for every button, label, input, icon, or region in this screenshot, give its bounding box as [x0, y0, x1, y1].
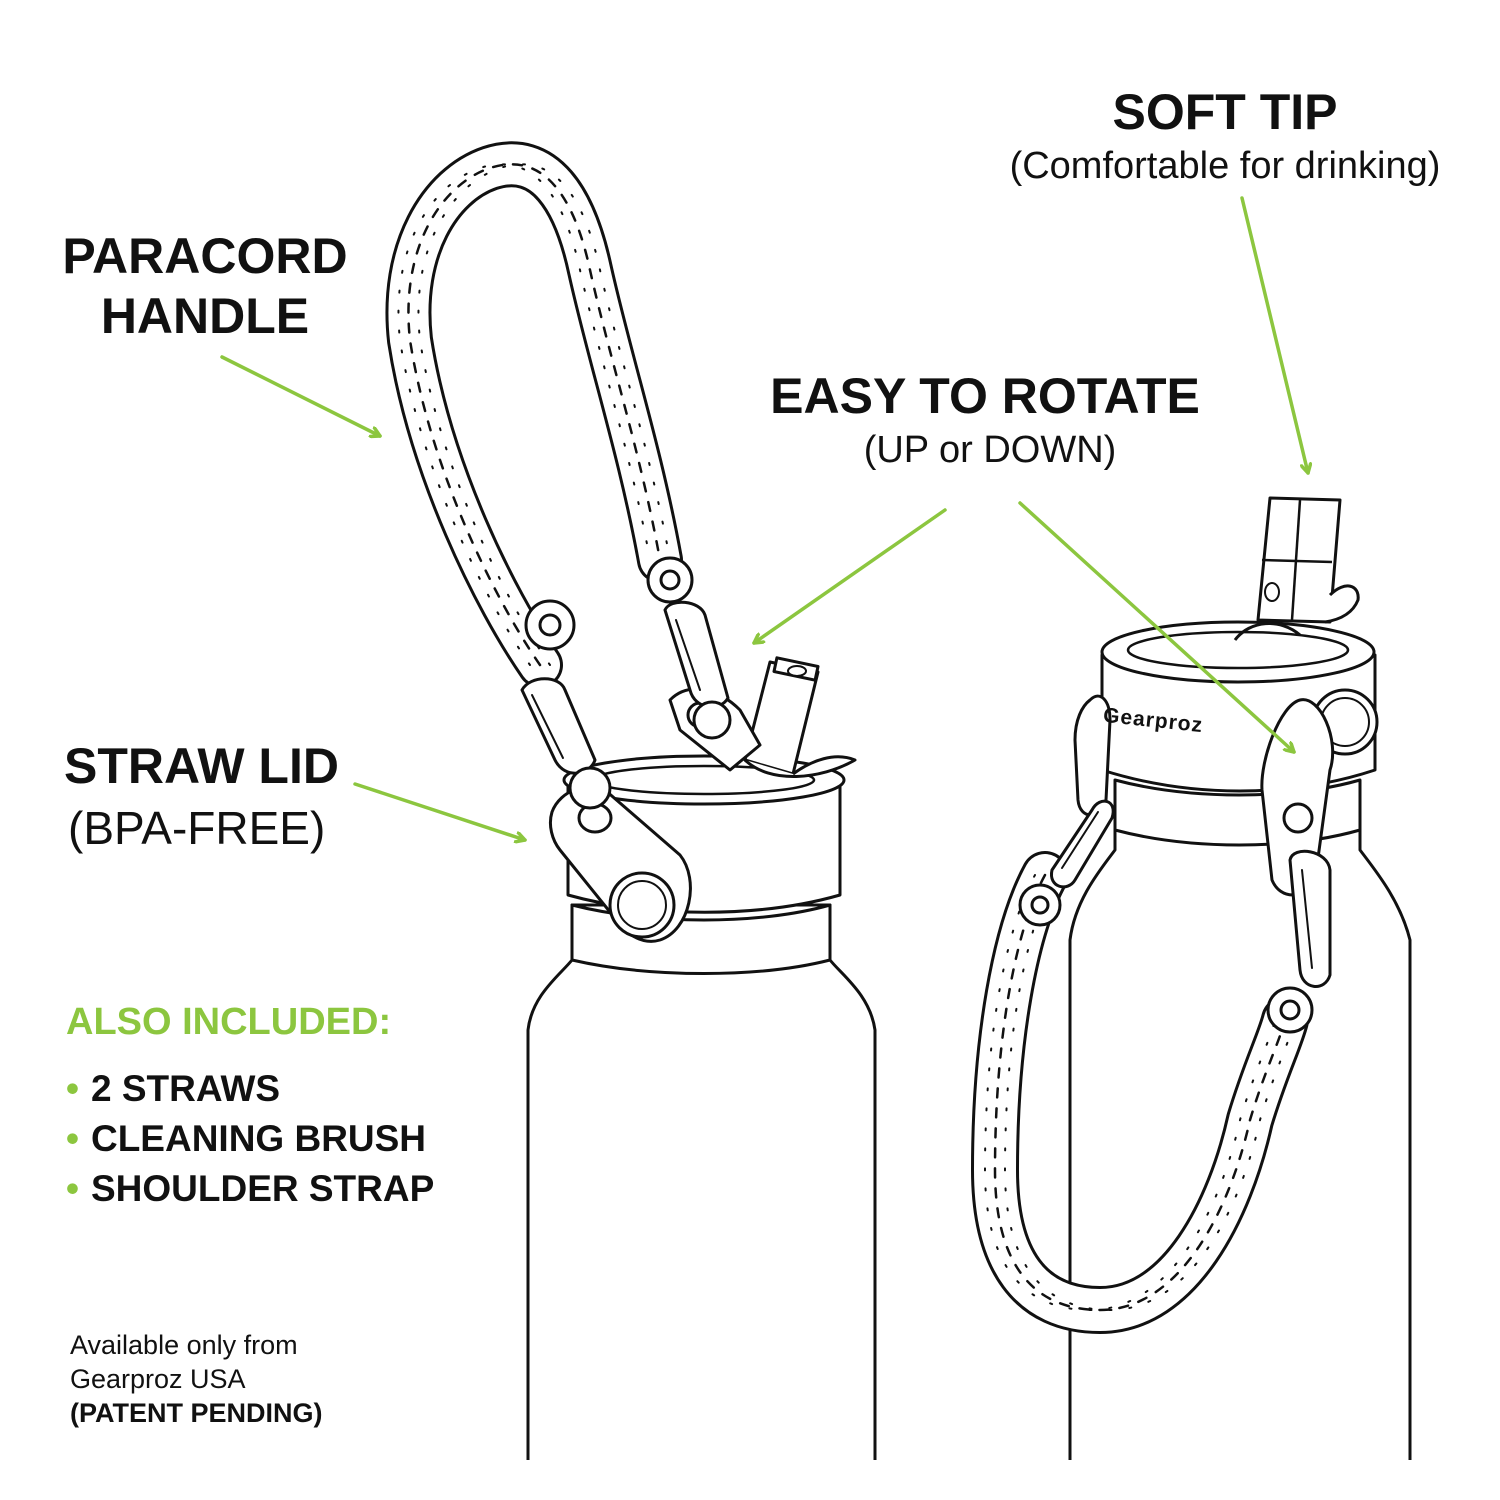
arrow-rotate-left: [752, 508, 947, 645]
straw-lid-label: STRAW LID: [64, 738, 339, 794]
soft-tip-label: SOFT TIP: [1112, 84, 1338, 140]
paracord-handle-label: PARACORD HANDLE: [50, 226, 360, 346]
arrow-straw-lid: [353, 782, 527, 840]
paracord-label-line2: HANDLE: [100, 288, 310, 344]
list-item: •SHOULDER STRAP: [66, 1168, 435, 1209]
straw-lid-sublabel: (BPA-FREE): [68, 802, 326, 854]
list-item: •2 STRAWS: [66, 1068, 281, 1109]
paracord-handle: [385, 141, 732, 810]
footer-line2: Gearproz USA: [70, 1364, 246, 1394]
footer-availability: Available only from Gearproz USA (PATENT…: [70, 1328, 323, 1430]
left-bottle-body: [526, 903, 877, 1460]
right-carabiner-a: [1050, 799, 1115, 889]
arrow-paracord: [220, 355, 382, 436]
left-carabiner-a: [520, 677, 597, 775]
callout-arrows: [220, 196, 1308, 840]
left-carabiner-b: [663, 600, 730, 709]
paracord-label-line1: PARACORD: [62, 228, 348, 284]
arrow-rotate-right: [1018, 501, 1296, 754]
also-included-list: •2 STRAWS •CLEANING BRUSH •SHOULDER STRA…: [66, 1064, 434, 1214]
right-paracord: [971, 799, 1332, 1334]
arrow-soft-tip: [1240, 196, 1308, 475]
footer-line1: Available only from: [70, 1330, 298, 1360]
left-rotate-knob: [608, 871, 676, 939]
right-carabiner-b: [1288, 849, 1332, 988]
footer-patent: (PATENT PENDING): [70, 1398, 323, 1428]
also-included-heading: ALSO INCLUDED:: [66, 1001, 392, 1043]
rotate-label: EASY TO ROTATE: [770, 368, 1200, 424]
left-bottle: [526, 656, 877, 1460]
soft-tip-sublabel: (Comfortable for drinking): [1009, 145, 1441, 187]
list-item: •CLEANING BRUSH: [66, 1118, 427, 1159]
rotate-sublabel: (UP or DOWN): [863, 429, 1117, 471]
